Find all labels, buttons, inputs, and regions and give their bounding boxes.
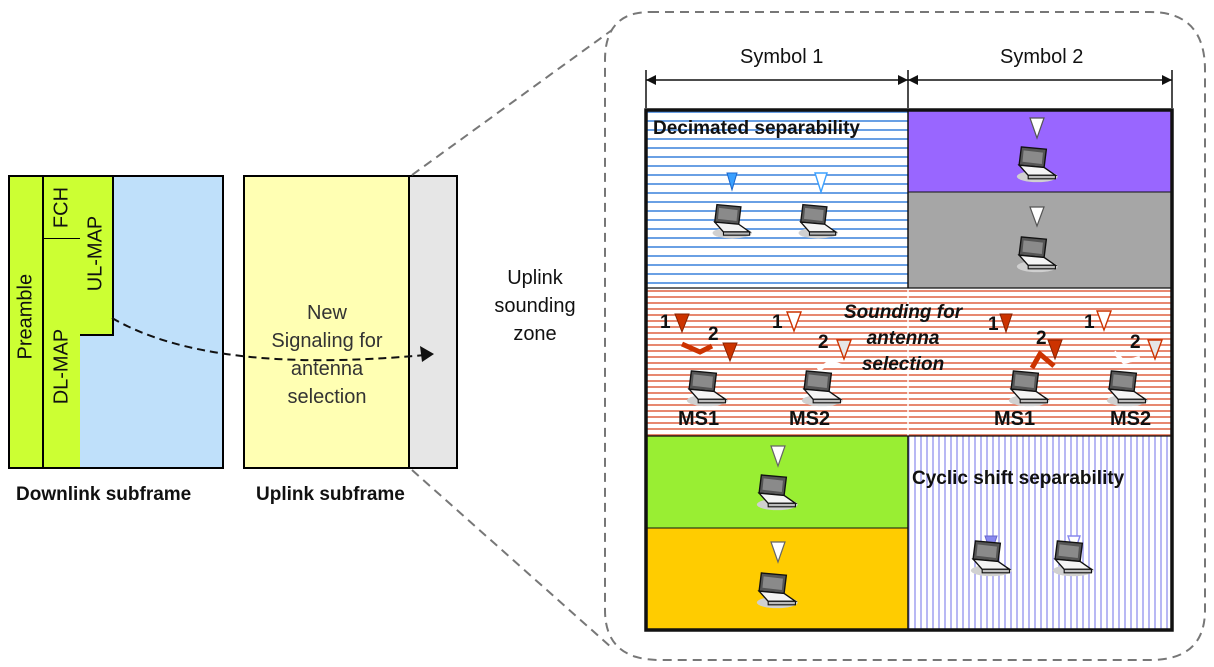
antenna-num-4: 2: [818, 332, 829, 353]
zone-line-2: sounding: [494, 295, 576, 317]
cyclic-region: [908, 436, 1172, 630]
antenna-num-6: 2: [1036, 328, 1047, 349]
antenna-num-2: 2: [708, 324, 719, 345]
zoom-callout-outline: [604, 11, 1206, 661]
symbol-1-label: Symbol 1: [740, 46, 824, 68]
signaling-text: New Signaling for antenna selection: [262, 299, 392, 411]
signaling-line-4: selection: [287, 386, 367, 408]
downlink-data-area: [112, 175, 224, 469]
fch-block: [44, 175, 80, 239]
decimated-region: [646, 110, 908, 288]
signaling-line-3: antenna: [290, 358, 364, 380]
cyclic-title: Cyclic shift separability: [912, 468, 1125, 489]
ms-label-2: MS2: [789, 408, 831, 430]
zone-line-3: zone: [513, 323, 557, 345]
ms-label-1: MS1: [678, 408, 720, 430]
decimated-title: Decimated separability: [653, 118, 860, 139]
antenna-num-5: 1: [988, 314, 999, 335]
symbol-2-label: Symbol 2: [1000, 46, 1084, 68]
sounding-region: [646, 288, 1172, 436]
antenna-num-8: 2: [1130, 332, 1141, 353]
zoom-line-top: [411, 29, 613, 176]
uplink-sounding-zone-label: Uplink sounding zone: [480, 264, 590, 348]
antenna-num-1: 1: [660, 312, 671, 333]
antenna-num-7: 1: [1084, 312, 1095, 333]
signaling-arrowhead: [420, 346, 434, 362]
ms-label-4: MS2: [1110, 408, 1152, 430]
signaling-arrow: [111, 317, 426, 362]
antenna-num-3: 1: [772, 312, 783, 333]
sounding-line-1: Sounding for: [843, 302, 963, 323]
uplink-signaling-block: [243, 175, 410, 469]
uplink-caption: Uplink subframe: [256, 484, 405, 505]
ms-label-3: MS1: [994, 408, 1036, 430]
sounding-line-2: antenna: [866, 328, 940, 349]
sounding-title: Sounding for antenna selection: [838, 300, 968, 378]
signaling-line-1: New: [306, 302, 347, 324]
sounding-zone-block: [408, 175, 458, 469]
signaling-line-2: Signaling for: [271, 330, 383, 352]
ul-map-block: [80, 175, 112, 336]
dl-map-block: [44, 175, 80, 469]
sounding-line-3: selection: [861, 354, 945, 375]
downlink-caption: Downlink subframe: [16, 484, 192, 505]
downlink-data-area-lower: [80, 334, 114, 469]
zone-line-1: Uplink: [507, 267, 563, 289]
